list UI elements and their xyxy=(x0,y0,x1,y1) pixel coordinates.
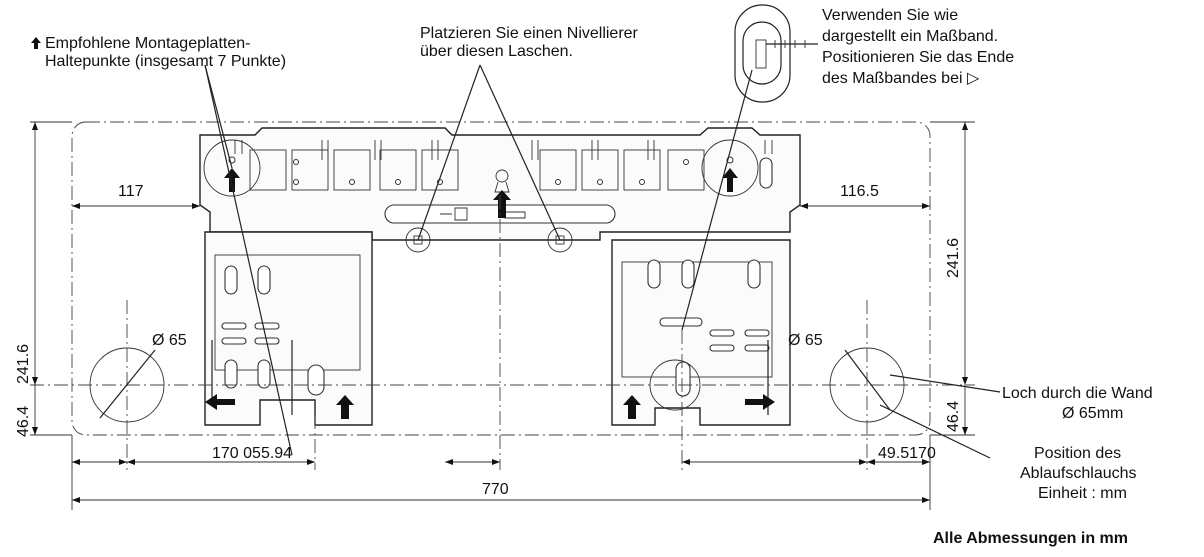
tape-measure-icon xyxy=(734,4,818,103)
tape-label-1: Verwenden Sie wie xyxy=(822,7,958,24)
footer-note: Alle Abmessungen in mm xyxy=(933,530,1128,547)
dim-bottom-right: 49.5170 xyxy=(878,445,936,462)
dim-right-low: 46.4 xyxy=(945,401,962,432)
mount-points-label: Empfohlene Montageplatten- xyxy=(45,35,250,52)
up-arrow-icon xyxy=(31,37,41,49)
tape-label-4: des Maßbandes bei ▷ xyxy=(822,70,980,87)
wall-hole-label-2: Ø 65mm xyxy=(1062,405,1123,422)
wall-hole-label: Loch durch die Wand xyxy=(1002,385,1153,402)
dim-left-diameter: Ø 65 xyxy=(152,332,187,349)
dim-bottom-left: 170 055.94 xyxy=(212,445,292,462)
tape-label-3: Positionieren Sie das Ende xyxy=(822,49,1014,66)
drain-label: Position des xyxy=(1034,445,1121,462)
dimension-lines xyxy=(32,122,968,510)
dim-right-offset: 116.5 xyxy=(840,183,879,200)
dim-left-low: 46.4 xyxy=(15,406,32,437)
mount-points-label-2: Haltepunkte (insgesamt 7 Punkte) xyxy=(45,53,286,70)
drain-label-2: Ablaufschlauchs xyxy=(1020,465,1137,482)
tape-label-2: dargestellt ein Maßband. xyxy=(822,28,998,45)
mounting-arrows xyxy=(205,168,775,419)
leveler-label: Platzieren Sie einen Nivellierer xyxy=(420,25,639,42)
unit-outline xyxy=(71,121,931,436)
leveler-label-2: über diesen Laschen. xyxy=(420,43,573,60)
dim-right-height: 241.6 xyxy=(945,238,962,278)
mounting-plate xyxy=(199,127,801,426)
dim-left-offset: 117 xyxy=(118,183,144,200)
drain-label-3: Einheit : mm xyxy=(1038,485,1127,502)
dim-right-diameter: Ø 65 xyxy=(788,332,823,349)
dim-total-width: 770 xyxy=(482,481,509,498)
dim-left-height: 241.6 xyxy=(15,344,32,384)
